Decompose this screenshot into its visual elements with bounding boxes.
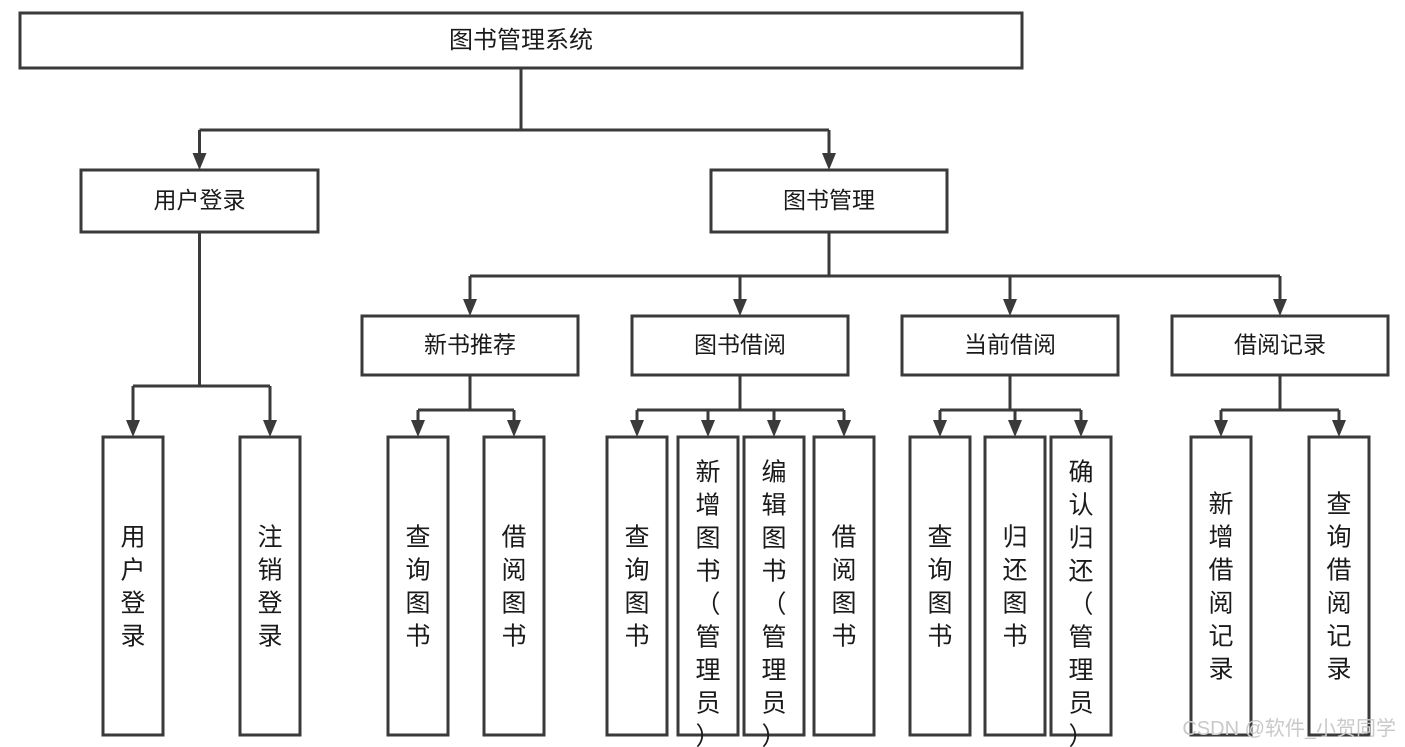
arrow-head-leaf-query-book-3	[933, 420, 947, 437]
arrow-head-leaf-query-book-2	[630, 420, 644, 437]
node-leaf-add-book[interactable]: 新增图书（管理员）	[676, 435, 740, 747]
node-label-book-borrow: 图书借阅	[694, 332, 786, 358]
node-leaf-user-login[interactable]: 用户登录	[101, 435, 165, 737]
node-root[interactable]: 图书管理系统	[18, 11, 1024, 70]
node-box-borrow-record	[1170, 314, 1390, 377]
node-box-leaf-edit-book	[742, 435, 806, 737]
node-box-user-login	[79, 168, 320, 234]
node-box-leaf-query-record	[1307, 435, 1371, 737]
node-box-book-borrow	[630, 314, 850, 377]
node-box-new-book-rec	[360, 314, 580, 377]
node-leaf-add-record[interactable]: 新增借阅记录	[1189, 435, 1253, 737]
node-leaf-query-book-3[interactable]: 查询图书	[908, 435, 972, 737]
arrow-head-borrow-record	[1273, 299, 1287, 316]
arrow-head-leaf-logout	[263, 420, 277, 437]
nodes-layer: 图书管理系统用户登录图书管理新书推荐图书借阅当前借阅借阅记录用户登录注销登录查询…	[18, 11, 1390, 747]
arrow-head-user-login	[192, 153, 207, 170]
node-label-book-manage: 图书管理	[783, 187, 875, 213]
node-label-leaf-query-record: 查询借阅记录	[1326, 491, 1351, 684]
node-box-leaf-query-book-1	[386, 435, 450, 737]
node-borrow-record[interactable]: 借阅记录	[1170, 314, 1390, 377]
arrow-head-leaf-add-record	[1214, 420, 1228, 437]
node-box-leaf-return-book	[983, 435, 1047, 737]
node-label-current-borrow: 当前借阅	[964, 332, 1056, 358]
node-box-book-manage	[709, 168, 949, 234]
node-leaf-edit-book[interactable]: 编辑图书（管理员）	[742, 435, 806, 747]
node-leaf-borrow-book-2[interactable]: 借阅图书	[812, 435, 876, 737]
node-leaf-query-book-2[interactable]: 查询图书	[605, 435, 669, 737]
node-label-leaf-return-book: 归还图书	[1002, 524, 1027, 651]
arrow-head-leaf-query-record	[1332, 420, 1346, 437]
arrow-head-leaf-add-book	[701, 420, 715, 437]
node-new-book-rec[interactable]: 新书推荐	[360, 314, 580, 377]
node-label-leaf-query-book-1: 查询图书	[405, 524, 430, 651]
node-box-leaf-add-book	[676, 435, 740, 737]
node-label-leaf-confirm-return: 确认归还（管理员）	[1068, 459, 1093, 747]
node-book-borrow[interactable]: 图书借阅	[630, 314, 850, 377]
node-box-current-borrow	[900, 314, 1120, 377]
node-current-borrow[interactable]: 当前借阅	[900, 314, 1120, 377]
node-box-leaf-logout	[238, 435, 302, 737]
arrow-head-book-borrow	[733, 299, 747, 316]
node-box-leaf-query-book-2	[605, 435, 669, 737]
arrow-head-leaf-query-book-1	[411, 420, 425, 437]
arrow-head-leaf-confirm-return	[1074, 420, 1088, 437]
node-box-leaf-borrow-book-2	[812, 435, 876, 737]
node-label-leaf-edit-book: 编辑图书（管理员）	[761, 459, 786, 747]
node-label-leaf-borrow-book-1: 借阅图书	[501, 524, 526, 651]
node-label-leaf-logout: 注销登录	[257, 524, 282, 651]
node-leaf-logout[interactable]: 注销登录	[238, 435, 302, 737]
arrow-head-leaf-edit-book	[767, 420, 781, 437]
connectors-layer	[126, 68, 1346, 437]
node-leaf-return-book[interactable]: 归还图书	[983, 435, 1047, 737]
node-label-leaf-query-book-2: 查询图书	[624, 524, 649, 651]
arrow-head-leaf-borrow-book-2	[837, 420, 851, 437]
node-label-root: 图书管理系统	[449, 27, 593, 54]
node-label-leaf-user-login: 用户登录	[120, 524, 145, 651]
node-label-leaf-borrow-book-2: 借阅图书	[831, 524, 856, 651]
csdn-watermark: CSDN @软件_小贺同学	[1182, 717, 1396, 740]
node-leaf-query-record[interactable]: 查询借阅记录	[1307, 435, 1371, 737]
arrow-head-current-borrow	[1003, 299, 1017, 316]
node-book-manage[interactable]: 图书管理	[709, 168, 949, 234]
node-label-leaf-query-book-3: 查询图书	[927, 524, 952, 651]
node-leaf-confirm-return[interactable]: 确认归还（管理员）	[1049, 435, 1113, 747]
node-box-root	[18, 11, 1024, 70]
node-user-login[interactable]: 用户登录	[79, 168, 320, 234]
arrow-head-new-book-rec	[463, 299, 477, 316]
node-label-leaf-add-book: 新增图书（管理员）	[695, 459, 720, 747]
node-box-leaf-borrow-book-1	[482, 435, 546, 737]
node-box-leaf-query-book-3	[908, 435, 972, 737]
arrow-head-book-manage	[822, 153, 836, 170]
node-box-leaf-confirm-return	[1049, 435, 1113, 737]
node-box-leaf-user-login	[101, 435, 165, 737]
node-label-borrow-record: 借阅记录	[1234, 332, 1326, 358]
node-box-leaf-add-record	[1189, 435, 1253, 737]
node-label-leaf-add-record: 新增借阅记录	[1208, 491, 1233, 684]
node-leaf-borrow-book-1[interactable]: 借阅图书	[482, 435, 546, 737]
arrow-head-leaf-user-login	[126, 420, 140, 437]
arrow-head-leaf-borrow-book-1	[507, 420, 521, 437]
arrow-head-leaf-return-book	[1008, 420, 1022, 437]
node-label-new-book-rec: 新书推荐	[424, 332, 516, 358]
node-label-user-login: 用户登录	[154, 187, 246, 213]
node-leaf-query-book-1[interactable]: 查询图书	[386, 435, 450, 737]
